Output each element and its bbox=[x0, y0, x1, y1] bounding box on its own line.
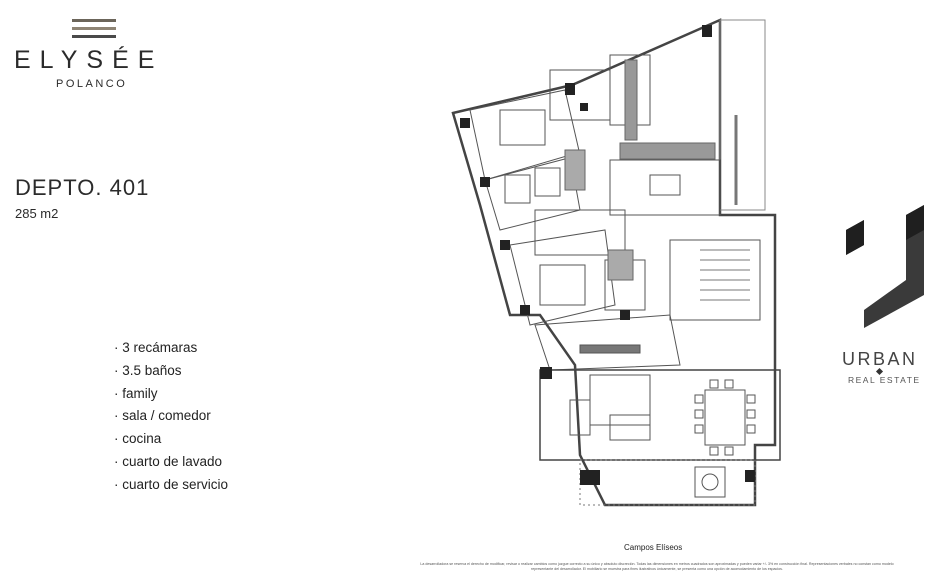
feature-item: cuarto de servicio bbox=[114, 474, 228, 497]
floor-plan-image bbox=[451, 18, 781, 507]
legal-disclaimer: La desarrolladora se reserva el derecho … bbox=[420, 562, 894, 571]
feature-item: 3.5 baños bbox=[114, 360, 228, 383]
urban-logo-mark-icon bbox=[846, 205, 924, 328]
feature-item: cuarto de lavado bbox=[114, 451, 228, 474]
brand-name: ELYSÉE bbox=[14, 46, 164, 74]
brand-location: POLANCO bbox=[56, 78, 128, 90]
street-label: Campos Elíseos bbox=[624, 543, 683, 552]
developer-subtitle: REAL ESTATE bbox=[848, 375, 921, 385]
unit-title: DEPTO. 401 bbox=[15, 175, 150, 200]
brand-logo-bars-icon bbox=[72, 17, 116, 41]
developer-name: URBAN bbox=[842, 349, 918, 369]
feature-item: cocina bbox=[114, 428, 228, 451]
features-list: 3 recámaras 3.5 baños family sala / come… bbox=[114, 337, 228, 497]
feature-item: family bbox=[114, 383, 228, 406]
feature-item: 3 recámaras bbox=[114, 337, 228, 360]
feature-item: sala / comedor bbox=[114, 405, 228, 428]
unit-area: 285 m2 bbox=[15, 206, 59, 221]
